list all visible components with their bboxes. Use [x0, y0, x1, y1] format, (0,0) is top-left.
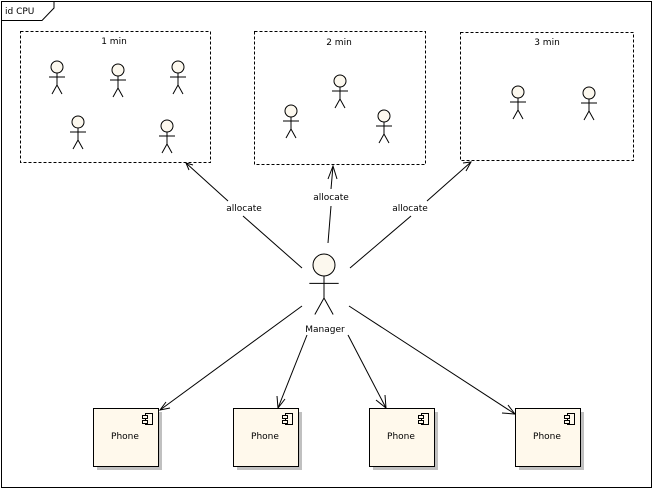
component-label: Phone: [533, 432, 561, 442]
allocate-arrow-1[interactable]: allocate: [185, 162, 303, 269]
actor-legs: [314, 296, 334, 315]
actor-head: [582, 86, 596, 100]
allocate-label: allocate: [392, 204, 428, 214]
group-1min[interactable]: 1 min: [20, 31, 211, 163]
actor-head: [171, 60, 185, 74]
actor-legs: [378, 132, 390, 144]
actor-legs: [334, 97, 346, 109]
actor-icon[interactable]: [581, 86, 597, 121]
actor-icon[interactable]: [70, 115, 86, 150]
actor-icon[interactable]: [510, 85, 526, 120]
actor-icon[interactable]: [110, 63, 126, 98]
allocate-label: allocate: [313, 193, 349, 203]
group-label: 1 min: [101, 37, 127, 47]
group-2min[interactable]: 2 min: [254, 31, 426, 165]
group-box[interactable]: [254, 31, 426, 165]
component-icon: [564, 413, 575, 425]
frame-label: id CPU: [5, 7, 34, 17]
component-phone[interactable]: Phone: [515, 408, 585, 471]
arrowhead-icon: [185, 162, 194, 171]
arrowhead-icon: [327, 164, 338, 180]
actor-legs: [51, 83, 63, 95]
actor-head: [111, 63, 125, 77]
group-box[interactable]: [20, 31, 211, 163]
arrowhead-icon: [462, 161, 472, 172]
actor-head: [50, 60, 64, 74]
actor-legs: [512, 108, 524, 120]
component-label: Phone: [251, 432, 279, 442]
group-3min[interactable]: 3 min: [460, 32, 634, 161]
actor-head: [71, 115, 85, 129]
actor-head: [377, 109, 391, 123]
manager-label: Manager: [305, 325, 345, 335]
allocate-arrow-2[interactable]: allocate: [313, 164, 349, 244]
actor-legs: [161, 142, 173, 154]
group-label: 2 min: [326, 38, 352, 48]
component-phone[interactable]: Phone: [369, 408, 439, 471]
group-box[interactable]: [460, 32, 634, 161]
frame-tab: [1, 1, 55, 21]
actor-head: [511, 85, 525, 99]
actor-legs: [112, 86, 124, 98]
actor-icon[interactable]: [332, 74, 348, 109]
arrowhead-icon: [158, 401, 171, 411]
actor-icon[interactable]: [283, 104, 299, 139]
component-icon: [282, 413, 293, 425]
component-phone[interactable]: Phone: [233, 408, 303, 471]
actor-icon[interactable]: [159, 119, 175, 154]
actor-icon[interactable]: [49, 60, 65, 95]
allocate-arrow-3[interactable]: allocate: [349, 161, 472, 269]
actor-icon[interactable]: [170, 60, 186, 95]
actor-legs: [72, 138, 84, 150]
actor-legs: [172, 83, 184, 95]
actor-icon[interactable]: [376, 109, 392, 144]
component-icon: [418, 413, 429, 425]
component-phone[interactable]: Phone: [93, 408, 163, 471]
actor-head: [284, 104, 298, 118]
component-label: Phone: [387, 432, 415, 442]
association-arrow-1[interactable]: [158, 305, 303, 411]
component-icon: [142, 413, 153, 425]
manager-actor[interactable]: Manager: [305, 253, 345, 335]
actor-legs: [583, 109, 595, 121]
actor-head: [160, 119, 174, 133]
actor-head: [333, 74, 347, 88]
actor-head: [312, 253, 336, 277]
group-label: 3 min: [534, 38, 560, 48]
actor-legs: [285, 127, 297, 139]
allocate-label: allocate: [226, 204, 262, 214]
component-label: Phone: [111, 432, 139, 442]
